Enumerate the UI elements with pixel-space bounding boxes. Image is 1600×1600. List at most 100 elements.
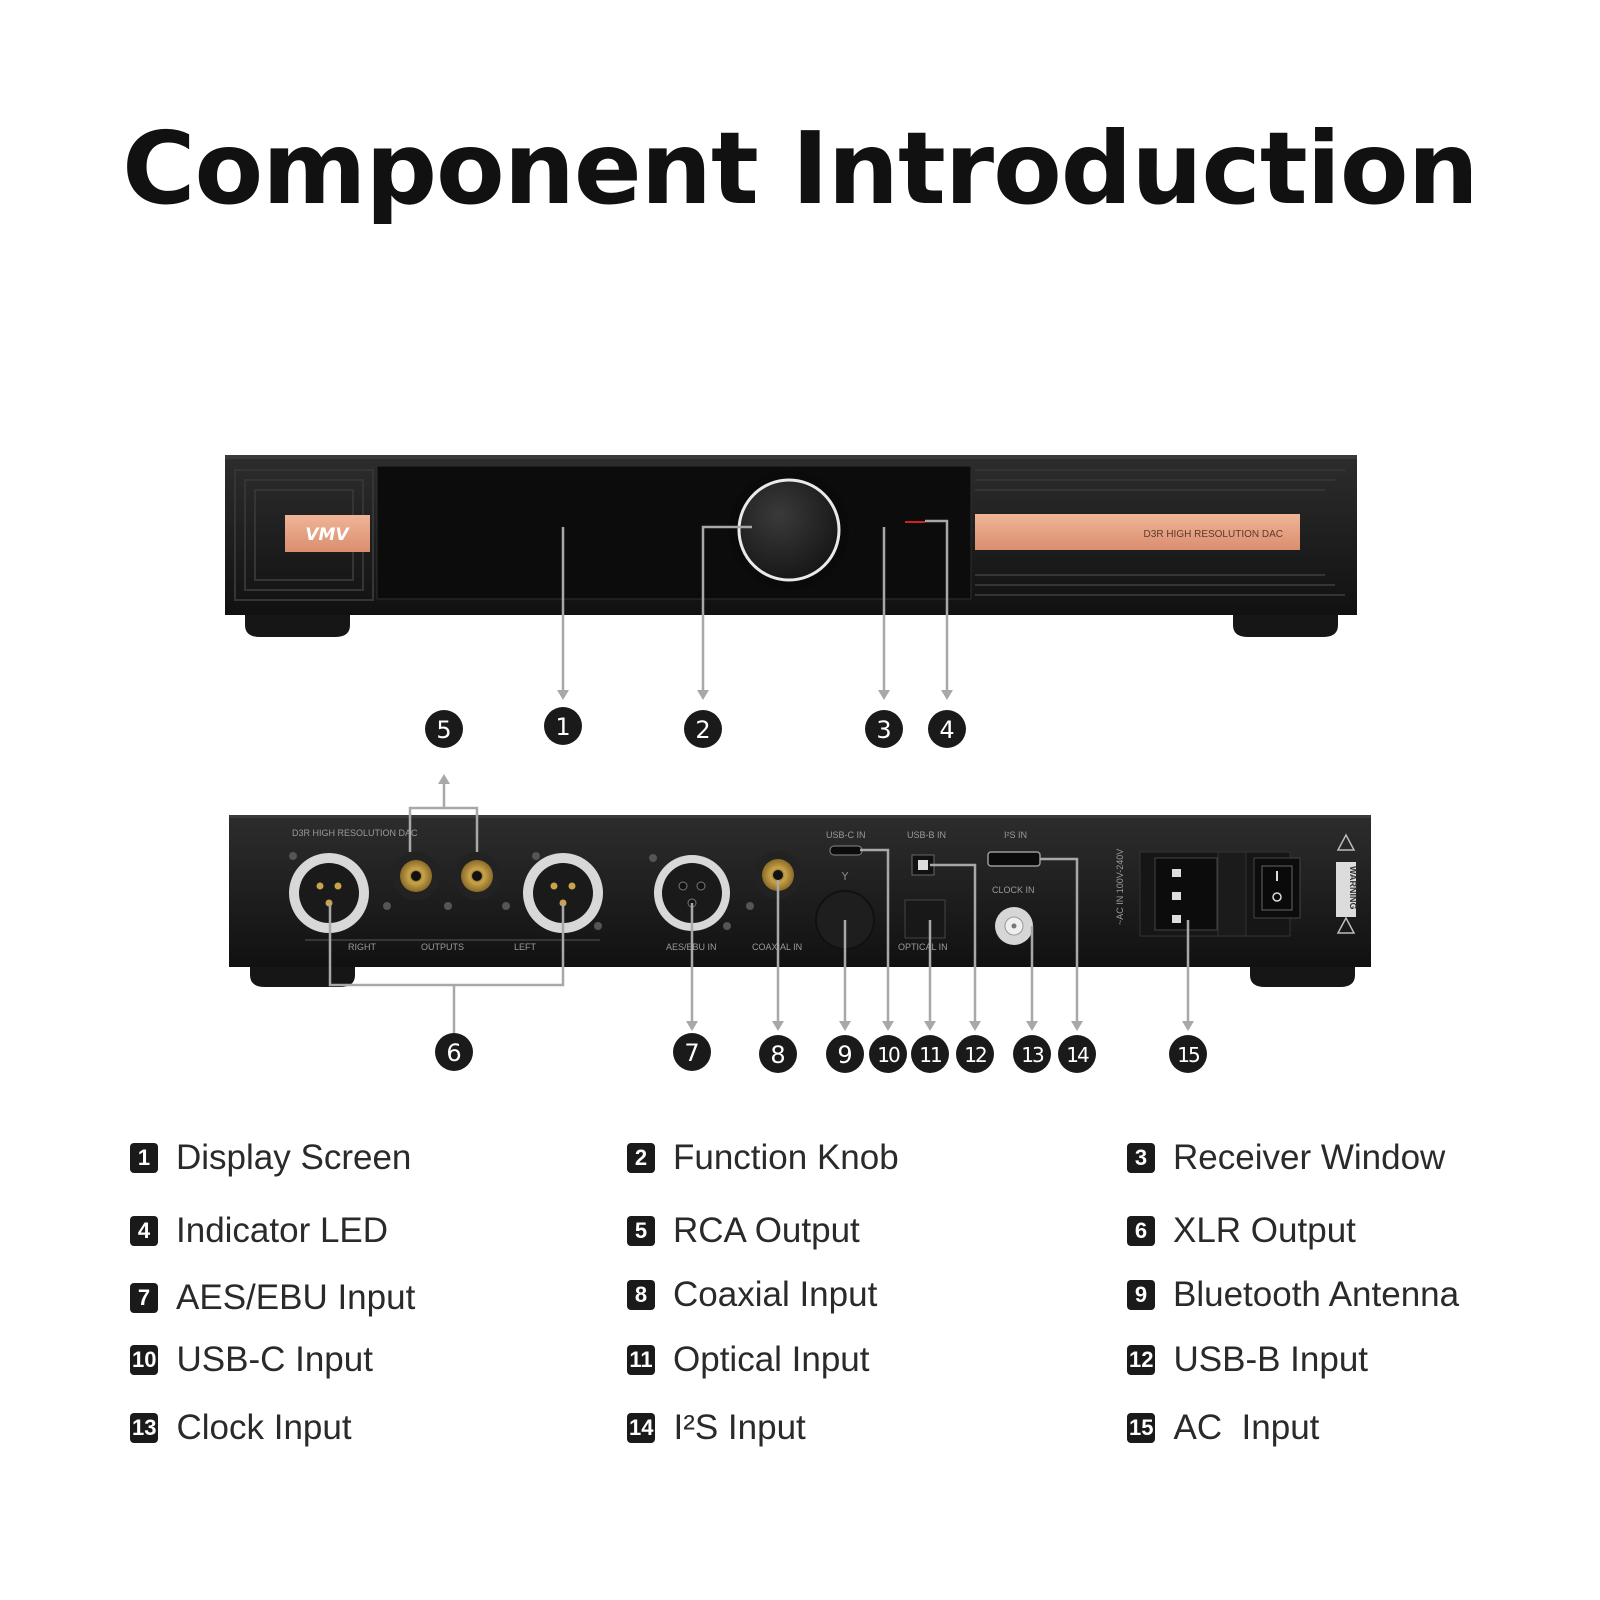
model-plate xyxy=(975,514,1300,550)
svg-text:14: 14 xyxy=(1066,1043,1089,1067)
legend-item-10: 10 USB-C Input xyxy=(130,1340,373,1380)
callout-8: 8 xyxy=(759,1035,797,1073)
callout-9: 9 xyxy=(826,1035,864,1073)
legend-label: AC Input xyxy=(1173,1408,1320,1447)
svg-text:2: 2 xyxy=(695,716,710,744)
legend-number: 3 xyxy=(1127,1143,1155,1173)
legend-item-1: 1 Display Screen xyxy=(130,1138,411,1178)
legend-item-2: 2 Function Knob xyxy=(627,1138,899,1178)
legend-item-8: 8 Coaxial Input xyxy=(627,1275,877,1315)
callout-12: 12 xyxy=(956,1035,994,1073)
legend-item-13: 13 Clock Input xyxy=(130,1408,352,1448)
svg-text:4: 4 xyxy=(939,716,954,744)
callout-7: 7 xyxy=(673,1033,711,1071)
legend-label: Display Screen xyxy=(176,1138,412,1177)
svg-text:~AC IN 100V-240V: ~AC IN 100V-240V xyxy=(1115,849,1125,925)
svg-text:6: 6 xyxy=(446,1039,461,1067)
legend-number: 13 xyxy=(130,1413,159,1443)
legend-number: 6 xyxy=(1127,1216,1155,1246)
legend-item-7: 7 AES/EBU Input xyxy=(130,1278,415,1318)
legend-item-15: 15 AC Input xyxy=(1127,1408,1319,1448)
legend-number: 4 xyxy=(130,1216,158,1246)
legend-item-9: 9 Bluetooth Antenna xyxy=(1127,1275,1459,1315)
callout-4: 4 xyxy=(928,710,966,748)
legend-item-6: 6 XLR Output xyxy=(1127,1211,1356,1251)
legend-number: 5 xyxy=(627,1216,655,1246)
svg-text:1: 1 xyxy=(555,713,570,741)
legend-item-11: 11 Optical Input xyxy=(627,1340,870,1380)
legend-number: 8 xyxy=(627,1280,655,1310)
leader-arrowheads xyxy=(438,690,1194,1031)
svg-text:RIGHT: RIGHT xyxy=(348,942,377,952)
legend-label: USB-C Input xyxy=(176,1340,373,1379)
svg-text:7: 7 xyxy=(684,1039,699,1067)
callout-1: 1 xyxy=(544,707,582,745)
leader-lines xyxy=(328,519,1190,1034)
device-diagram: VMV D3R HIGH RESOLUTION DAC D3R HIGH RES… xyxy=(225,455,1371,1073)
legend-item-4: 4 Indicator LED xyxy=(130,1211,388,1251)
callout-10: 10 xyxy=(869,1035,907,1073)
svg-text:5: 5 xyxy=(436,716,451,744)
svg-text:Y: Y xyxy=(841,870,849,883)
legend-label: I²S Input xyxy=(673,1408,806,1447)
front-panel: VMV D3R HIGH RESOLUTION DAC xyxy=(225,455,1357,637)
legend-label: RCA Output xyxy=(673,1211,860,1250)
svg-text:9: 9 xyxy=(837,1041,852,1069)
legend-number: 15 xyxy=(1127,1413,1156,1443)
brand-logo: VMV xyxy=(305,525,350,545)
brand-logo-plate xyxy=(285,515,370,552)
legend-label: Clock Input xyxy=(176,1408,352,1447)
rear-panel: D3R HIGH RESOLUTION DAC RIGHT OUTPUTS LE… xyxy=(229,815,1371,987)
legend-item-14: 14 I²S Input xyxy=(627,1408,806,1448)
legend-number: 12 xyxy=(1127,1345,1156,1375)
legend-number: 14 xyxy=(627,1413,656,1443)
legend-label: Bluetooth Antenna xyxy=(1173,1275,1460,1314)
callout-2: 2 xyxy=(684,710,722,748)
svg-text:12: 12 xyxy=(964,1043,986,1067)
callout-3: 3 xyxy=(865,710,903,748)
svg-text:13: 13 xyxy=(1021,1043,1044,1067)
rear-header: D3R HIGH RESOLUTION DAC xyxy=(292,828,418,838)
legend-number: 2 xyxy=(627,1143,655,1173)
callout-6: 6 xyxy=(435,1033,473,1071)
legend-number: 7 xyxy=(130,1283,158,1313)
svg-text:OPTICAL IN: OPTICAL IN xyxy=(898,942,948,952)
callout-5: 5 xyxy=(425,710,463,748)
svg-text:10: 10 xyxy=(877,1043,900,1067)
legend-item-5: 5 RCA Output xyxy=(627,1211,860,1251)
legend-number: 1 xyxy=(130,1143,158,1173)
indicator-led xyxy=(905,521,925,523)
svg-text:USB-C IN: USB-C IN xyxy=(826,830,866,840)
svg-text:15: 15 xyxy=(1177,1043,1199,1067)
svg-text:I²S IN: I²S IN xyxy=(1004,830,1027,840)
legend-label: AES/EBU Input xyxy=(176,1278,416,1317)
legend-item-12: 12 USB-B Input xyxy=(1127,1340,1368,1380)
svg-text:8: 8 xyxy=(770,1041,785,1069)
function-knob xyxy=(737,478,841,582)
legend-label: Optical Input xyxy=(673,1340,870,1379)
svg-text:3: 3 xyxy=(876,716,891,744)
page-title: Component Introduction xyxy=(122,110,1479,227)
legend-label: Coaxial Input xyxy=(673,1275,878,1314)
legend-number: 11 xyxy=(627,1345,655,1375)
callout-14: 14 xyxy=(1058,1035,1096,1073)
svg-text:OUTPUTS: OUTPUTS xyxy=(421,942,464,952)
callout-13: 13 xyxy=(1013,1035,1051,1073)
legend-label: Function Knob xyxy=(673,1138,899,1177)
model-plate-text: D3R HIGH RESOLUTION DAC xyxy=(1144,529,1283,540)
svg-text:11: 11 xyxy=(919,1043,941,1067)
legend-label: Indicator LED xyxy=(176,1211,389,1250)
legend-number: 10 xyxy=(130,1345,159,1375)
callout-11: 11 xyxy=(911,1035,949,1073)
callouts: 1 2 3 4 5 6 7 8 9 10 11 12 13 14 15 xyxy=(425,707,1207,1073)
legend-number: 9 xyxy=(1127,1280,1155,1310)
callout-15: 15 xyxy=(1169,1035,1207,1073)
svg-text:USB-B IN: USB-B IN xyxy=(907,830,946,840)
svg-text:CLOCK IN: CLOCK IN xyxy=(992,885,1035,895)
svg-text:WARNING: WARNING xyxy=(1348,866,1358,910)
svg-text:LEFT: LEFT xyxy=(514,942,537,952)
legend-label: XLR Output xyxy=(1173,1211,1356,1250)
legend-label: USB-B Input xyxy=(1173,1340,1369,1379)
